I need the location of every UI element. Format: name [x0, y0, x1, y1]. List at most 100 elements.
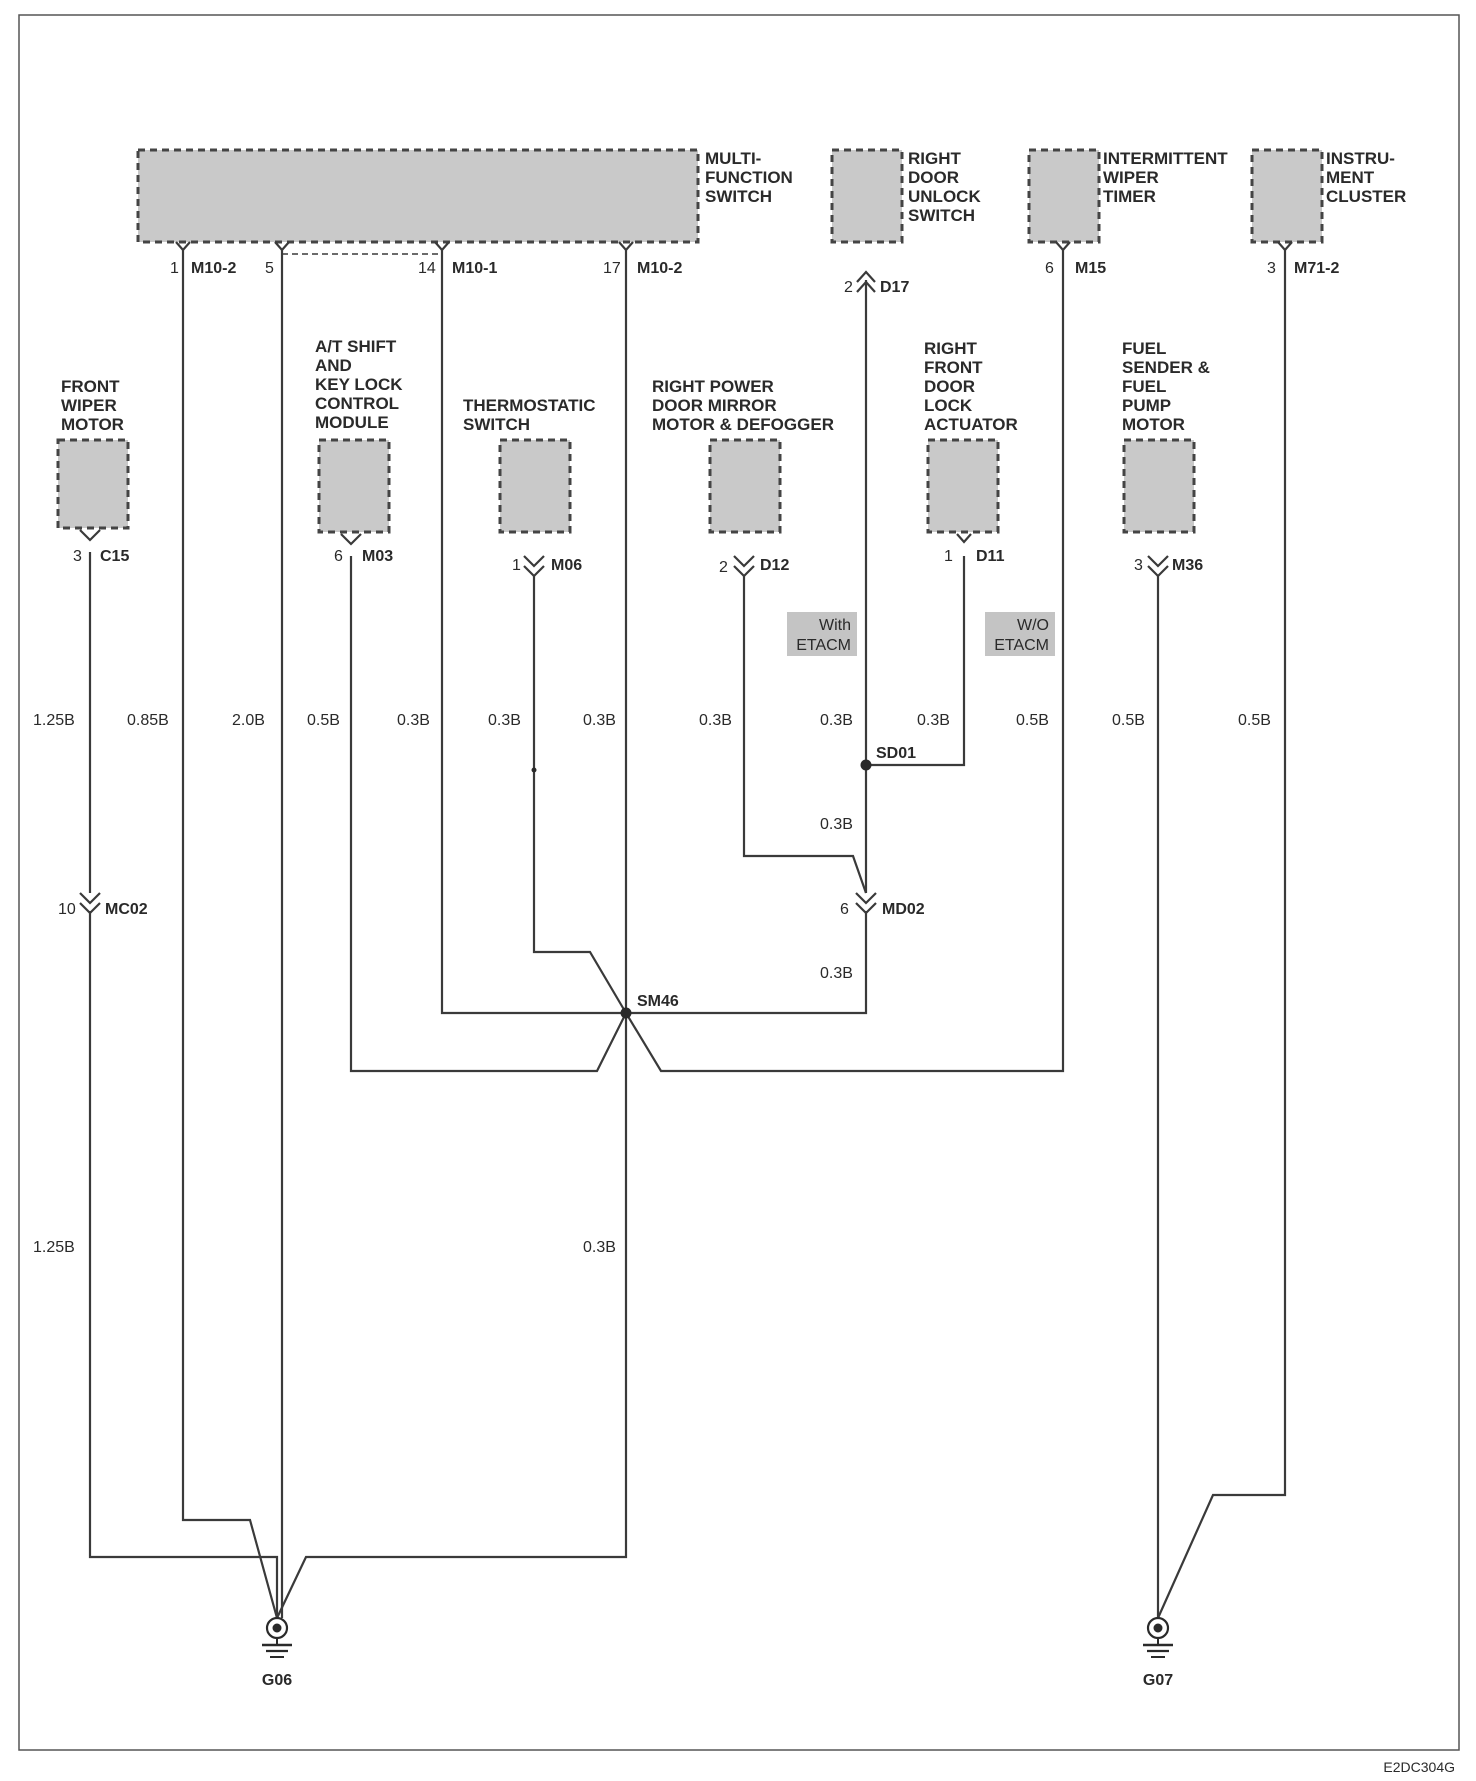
fuel-sender-pump-label: FUEL SENDER & FUEL PUMP MOTOR	[1122, 339, 1215, 434]
diagram-frame	[18, 14, 1460, 1751]
connector-m10-2-a: M10-2	[191, 260, 236, 277]
gauge-d11: 0.3B	[917, 712, 950, 729]
gauge-mfs17: 0.3B	[583, 712, 616, 729]
gauge-m03: 0.5B	[307, 712, 340, 729]
connector-m71-2: M71-2	[1294, 260, 1339, 277]
connector-m10-1: M10-1	[452, 260, 497, 277]
connector-md02: MD02	[882, 901, 925, 918]
chevron-d11	[956, 533, 972, 544]
chevron-mfs14	[434, 241, 450, 252]
ground-g07-label: G07	[1143, 1672, 1173, 1689]
front-wiper-motor-box	[56, 438, 130, 530]
chevron-m36-b	[1147, 565, 1169, 578]
connector-d12: D12	[760, 557, 789, 574]
gauge-mfs5: 2.0B	[232, 712, 265, 729]
gauge-m71: 0.5B	[1238, 712, 1271, 729]
chevron-mfs17	[618, 241, 634, 252]
with-etacm-tag: With ETACM	[787, 612, 857, 656]
connector-m36: M36	[1172, 557, 1203, 574]
connector-d11: D11	[976, 548, 1005, 565]
chevron-m15	[1055, 241, 1071, 252]
svg-text:With: With	[819, 617, 851, 634]
right-power-door-mirror-label: RIGHT POWER DOOR MIRROR MOTOR & DEFOGGER	[652, 377, 834, 434]
wire-m06	[532, 576, 627, 1014]
wire-m71-2	[1156, 250, 1287, 1619]
gauge-mfs14: 0.3B	[397, 712, 430, 729]
pin-m71: 3	[1267, 260, 1276, 277]
intermittent-wiper-timer-box	[1027, 148, 1101, 244]
splice-sm46-label: SM46	[637, 993, 679, 1010]
wire-m15	[625, 250, 1065, 1073]
pin-mfs-14: 14	[418, 260, 436, 277]
chevron-c15	[79, 529, 101, 542]
pin-d12: 2	[719, 559, 728, 576]
pin-m06: 1	[512, 557, 521, 574]
pin-c15: 3	[73, 548, 82, 565]
intermittent-wiper-timer-label: INTERMITTENT WIPER TIMER	[1103, 149, 1232, 206]
fuel-sender-pump-box	[1122, 438, 1196, 534]
ground-g06-icon	[262, 1616, 292, 1658]
ground-g07-icon	[1143, 1616, 1173, 1658]
multi-function-switch-box	[136, 148, 700, 244]
wire-sm46-g06	[276, 1013, 628, 1619]
wire-md02-sm46	[626, 911, 868, 1015]
pin-m36: 3	[1134, 557, 1143, 574]
pin-d17: 2	[844, 279, 853, 296]
chevron-mc02-b	[79, 902, 101, 915]
gauge-md02-sm46: 0.3B	[820, 965, 853, 982]
pin-mfs-5: 5	[265, 260, 274, 277]
wo-etacm-tag: W/O ETACM	[985, 612, 1055, 656]
chevron-md02-a	[855, 892, 877, 905]
splice-sm46	[620, 1007, 632, 1019]
ground-g06-label: G06	[262, 1672, 292, 1689]
right-door-unlock-switch-box	[830, 148, 904, 244]
wire-mc02-g06	[88, 911, 279, 1618]
gauge-d12: 0.3B	[699, 712, 732, 729]
wire-d12	[742, 576, 868, 894]
pin-mfs-1: 1	[170, 260, 179, 277]
chevron-mfs1	[175, 241, 191, 252]
chevron-mc02-a	[79, 892, 101, 905]
splice-sd01-label: SD01	[876, 745, 916, 762]
gauge-m15: 0.5B	[1016, 712, 1049, 729]
chevron-m36-a	[1147, 555, 1169, 568]
connector-m10-2-b: M10-2	[637, 260, 682, 277]
gauge-m36: 0.5B	[1112, 712, 1145, 729]
figure-id: E2DC304G	[1383, 1759, 1455, 1775]
connector-symbols	[79, 241, 1293, 915]
gauge-c15-lower: 1.25B	[33, 1239, 75, 1256]
chevron-d12-a	[733, 555, 755, 568]
gauge-sm46-ground: 0.3B	[583, 1239, 616, 1256]
right-front-door-lock-actuator-box	[926, 438, 1000, 534]
front-wiper-motor-label: FRONT WIPER MOTOR	[61, 377, 124, 434]
right-power-door-mirror-box	[708, 438, 782, 534]
pin-m03: 6	[334, 548, 343, 565]
pin-mfs-17: 17	[603, 260, 621, 277]
right-door-unlock-switch-label: RIGHT DOOR UNLOCK SWITCH	[908, 149, 985, 225]
multi-function-switch-label: MULTI- FUNCTION SWITCH	[705, 149, 798, 206]
pin-mc02: 10	[58, 901, 76, 918]
wire-mfs-pin14	[440, 250, 626, 1015]
wire-m03	[349, 556, 627, 1073]
right-front-door-lock-actuator-label: RIGHT FRONT DOOR LOCK ACTUATOR	[924, 339, 1018, 434]
thermostatic-switch-label: THERMOSTATIC SWITCH	[463, 396, 600, 434]
thermostatic-switch-box	[498, 438, 572, 534]
connector-c15: C15	[100, 548, 129, 565]
chevron-m06-b	[523, 565, 545, 578]
chevron-mfs5	[274, 241, 290, 252]
wire-dot	[531, 767, 537, 773]
connector-d17: D17	[880, 279, 909, 296]
chevron-d17-a	[856, 270, 876, 283]
connector-mc02: MC02	[105, 901, 148, 918]
chevron-d12-b	[733, 565, 755, 578]
svg-text:W/O: W/O	[1017, 617, 1049, 634]
chevron-m71	[1277, 241, 1293, 252]
chevron-d17-b	[856, 280, 876, 293]
connector-m03: M03	[362, 548, 393, 565]
chevron-m06-a	[523, 555, 545, 568]
chevron-md02-b	[855, 902, 877, 915]
pin-md02: 6	[840, 901, 849, 918]
instrument-cluster-label: INSTRU- MENT CLUSTER	[1326, 149, 1406, 206]
connector-m06: M06	[551, 557, 582, 574]
